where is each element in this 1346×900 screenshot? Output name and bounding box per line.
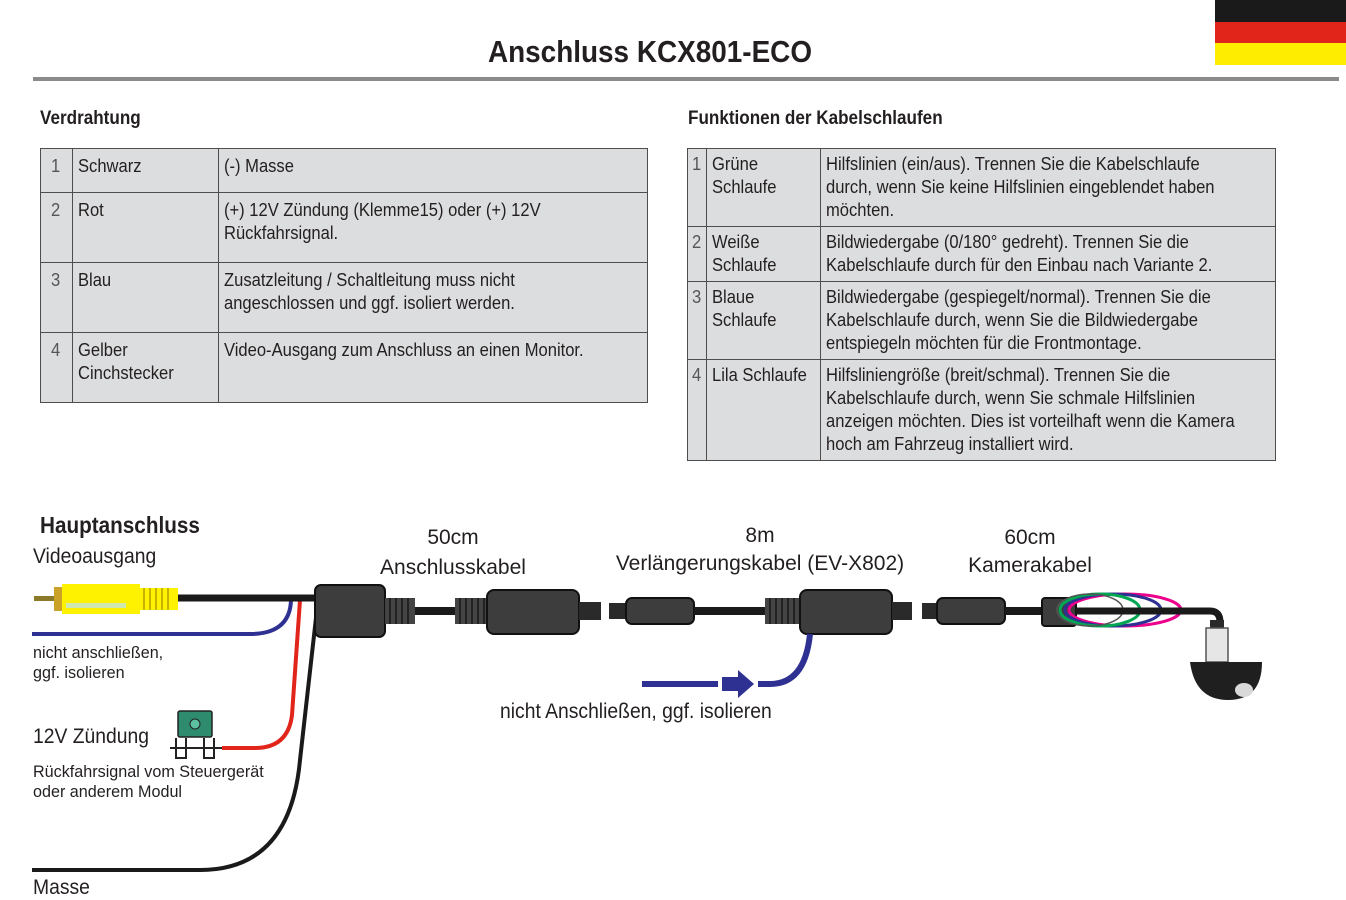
diagram-heading: Hauptanschluss — [40, 512, 200, 538]
wiring-num: 3 — [40, 262, 73, 333]
table-row: 3 Blau Zusatzleitung / Schaltleitung mus… — [40, 262, 648, 333]
fuse-icon — [170, 710, 222, 759]
camera-lead — [1076, 607, 1224, 623]
junction-box — [314, 584, 415, 638]
loop-desc: Hilfsliniengröße (breit/schmal). Trennen… — [819, 359, 1277, 461]
table-row: 4 Lila Schlaufe Hilfsliniengröße (breit/… — [687, 359, 1277, 461]
extension-plug — [609, 597, 695, 625]
loop-desc: Hilfslinien (ein/aus). Trennen Sie die K… — [819, 148, 1277, 227]
camera-icon — [1190, 620, 1262, 700]
ignition-wire — [222, 599, 302, 750]
wiring-num: 4 — [40, 332, 73, 403]
cable1-length: 50cm — [427, 526, 479, 549]
extension-blue-wire — [758, 633, 813, 687]
loop-desc: Bildwiedergabe (0/180° gedreht). Trennen… — [819, 226, 1277, 282]
cable2-name: Verlängerungskabel (EV-X802) — [615, 552, 905, 575]
flag-stripe-red — [1215, 21, 1346, 44]
loop-name: Lila Schlaufe — [705, 359, 821, 461]
wiring-color: Schwarz — [72, 148, 219, 193]
video-output-label: Videoausgang — [33, 545, 157, 568]
cable3-length: 60cm — [1004, 526, 1056, 549]
blue-wire-label: nicht anschließen,ggf. isolieren — [33, 643, 164, 682]
cable2-length: 8m — [745, 524, 775, 547]
wiring-heading: Verdrahtung — [40, 108, 141, 129]
ground-wire — [32, 599, 320, 872]
ignition-label: 12V Zündung — [33, 725, 150, 748]
arrow-right-icon — [722, 670, 754, 698]
page-title: Anschluss KCX801-ECO — [487, 34, 813, 69]
cable1-name: Anschlusskabel — [380, 556, 526, 579]
loop-desc: Bildwiedergabe (gespiegelt/normal). Tren… — [819, 281, 1277, 360]
loops-heading: Funktionen der Kabelschlaufen — [688, 108, 943, 129]
blue-wire — [32, 599, 293, 636]
wiring-table: 1 Schwarz (-) Masse 2 Rot (+) 12V Zündun… — [40, 148, 648, 403]
cable1-connector — [455, 589, 601, 635]
flag-stripe-black — [1215, 0, 1346, 22]
extension-connector — [765, 589, 912, 635]
wiring-color: Rot — [72, 192, 219, 263]
wiring-desc: Video-Ausgang zum Anschluss an einen Mon… — [218, 332, 648, 403]
wiring-desc: Zusatzleitung / Schaltleitung muss nicht… — [218, 262, 648, 333]
german-flag-icon — [1215, 0, 1346, 65]
extension-blue-label: nicht Anschließen, ggf. isolieren — [500, 700, 772, 723]
ground-label: Masse — [33, 876, 90, 899]
flag-stripe-gold — [1215, 43, 1346, 65]
rca-plug-icon — [34, 584, 178, 614]
camera-plug — [922, 597, 1006, 625]
cable3-name: Kamerakabel — [968, 554, 1092, 577]
title-divider — [33, 77, 1339, 81]
table-row: 2 Rot (+) 12V Zündung (Klemme15) oder (+… — [40, 192, 648, 263]
